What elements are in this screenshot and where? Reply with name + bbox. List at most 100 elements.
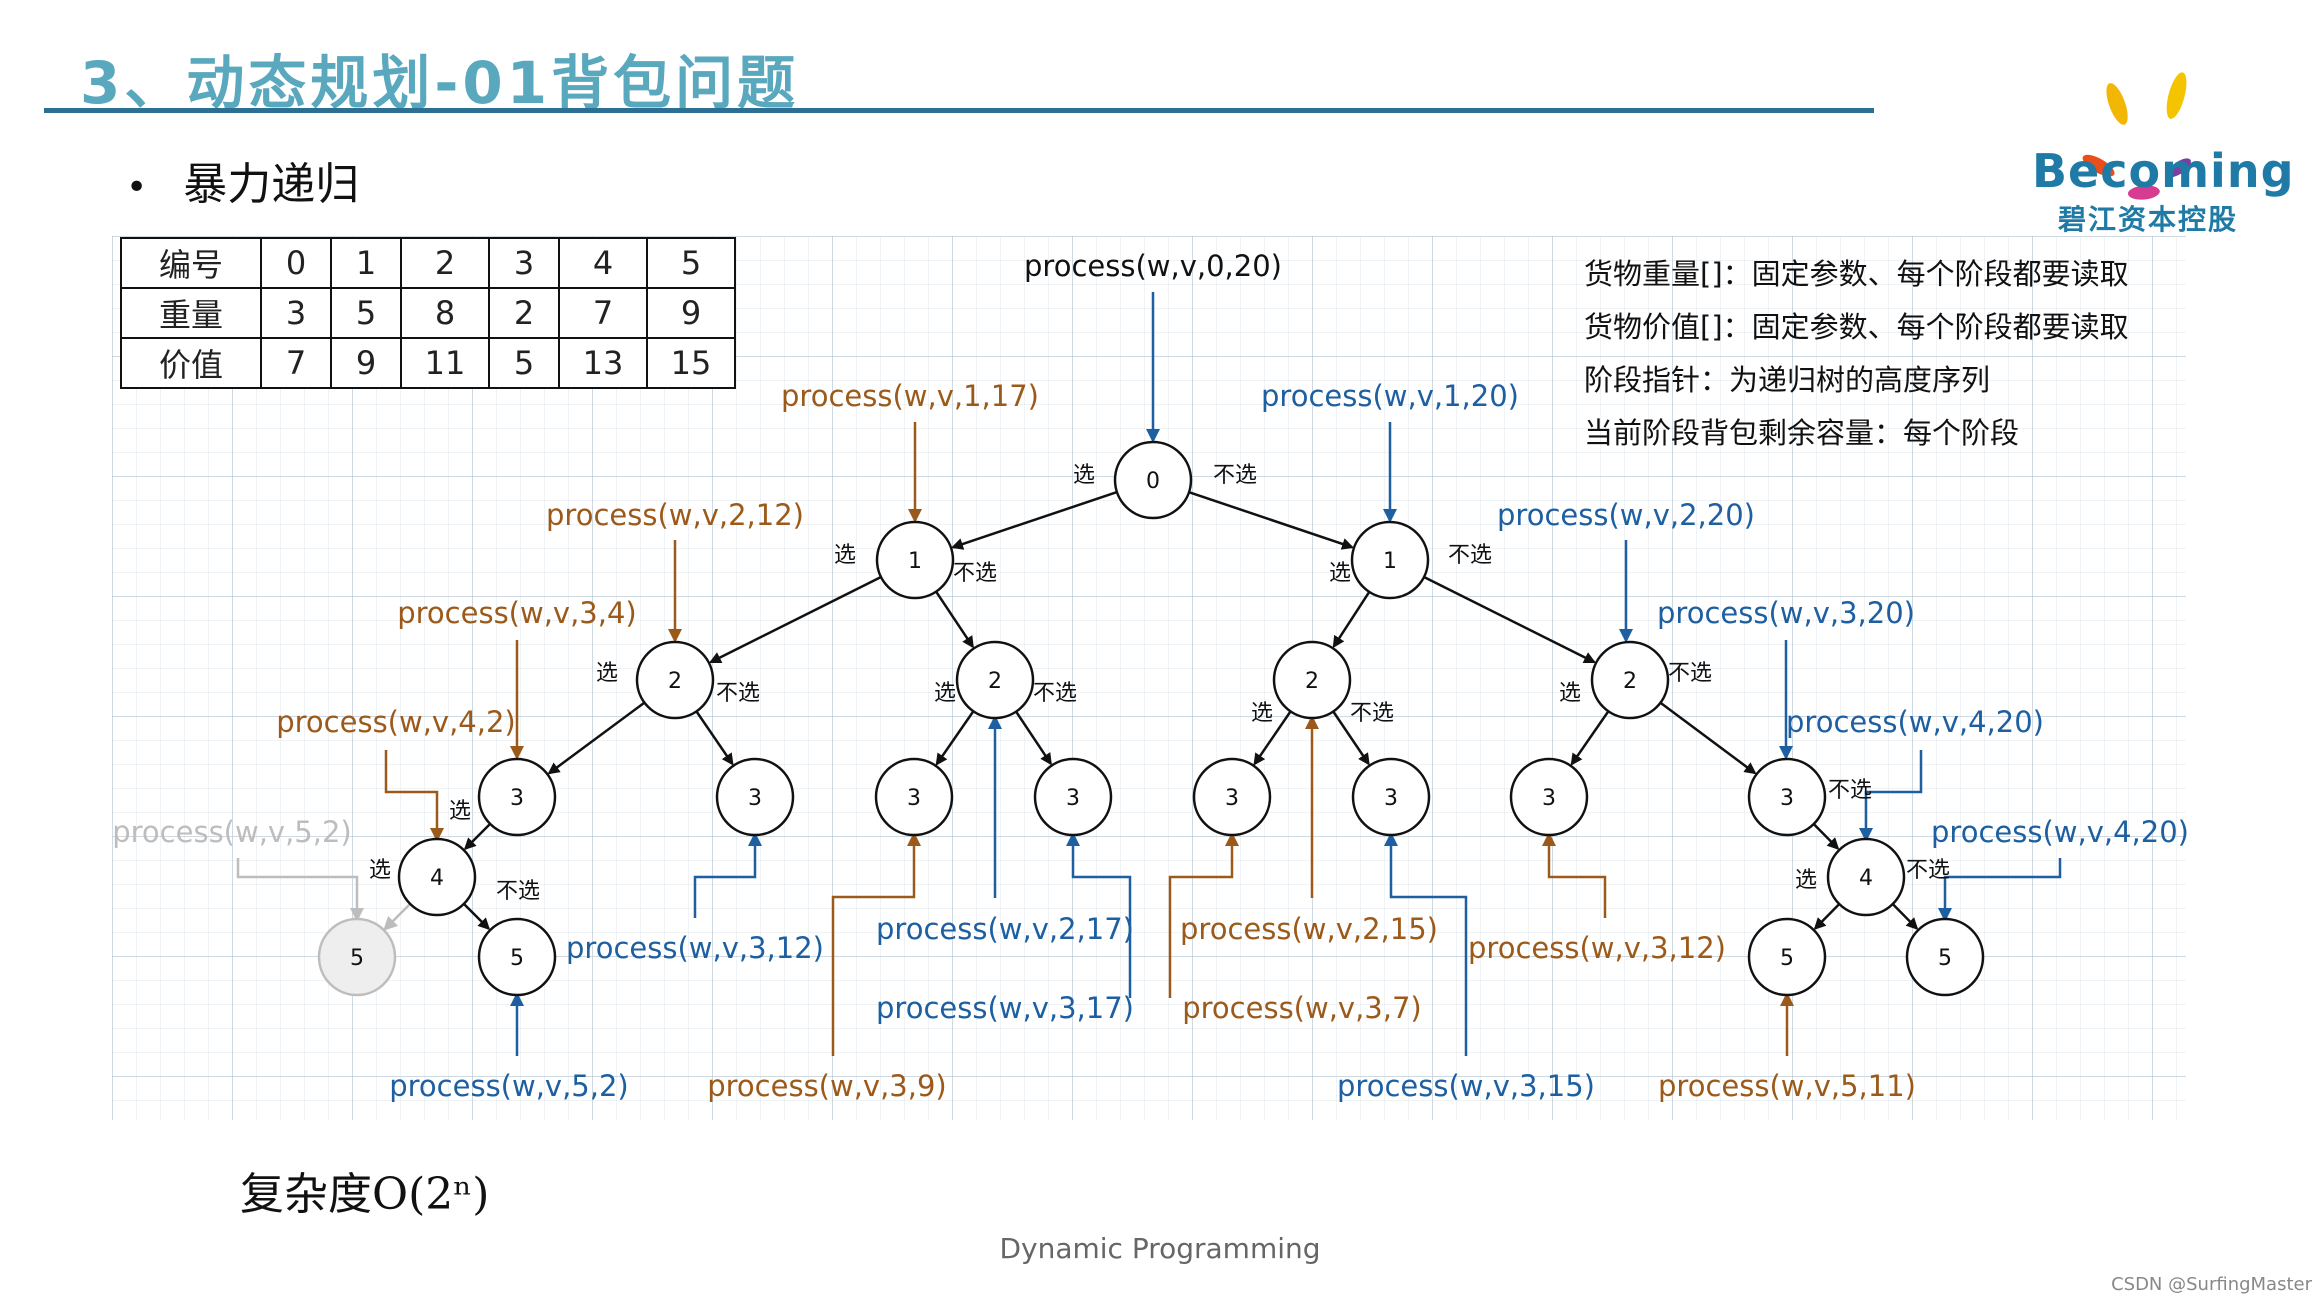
tree-node: 3 (1192, 757, 1272, 837)
edge-label-skip: 不选 (716, 681, 760, 706)
edge-label-pick: 选 (834, 543, 856, 568)
tree-node: 3 (1351, 757, 1431, 837)
edge-label-pick: 选 (1795, 868, 1817, 893)
call-label: process(w,v,3,17) (876, 991, 1134, 1025)
tree-node: 0 (1113, 440, 1193, 520)
edge-label-pick: 选 (1073, 463, 1095, 488)
table-row: 编号 0 1 2 3 4 5 (120, 237, 736, 289)
tree-node: 1 (1350, 520, 1430, 600)
tree-edge (1891, 903, 1919, 930)
tree-edge (695, 710, 734, 766)
call-label: process(w,v,0,20) (1024, 249, 1282, 283)
call-label: process(w,v,3,20) (1657, 596, 1915, 630)
node-label: 4 (430, 866, 444, 891)
tree-edge (708, 575, 882, 664)
call-label: process(w,v,2,15) (1180, 912, 1438, 946)
node-label: 2 (1623, 669, 1637, 694)
edge-label-pick: 选 (1251, 701, 1273, 726)
tree-edge (383, 902, 412, 931)
tree-node: 2 (1272, 640, 1352, 720)
table-header-cell: 价值 (120, 337, 262, 389)
call-label: process(w,v,1,20) (1261, 379, 1519, 413)
node-label: 2 (668, 669, 682, 694)
edge-label-pick: 选 (369, 858, 391, 883)
bullet-item: •暴力递归 (126, 148, 359, 212)
table-cell: 5 (488, 337, 560, 389)
call-arrow (236, 858, 364, 922)
call-label: process(w,v,3,9) (707, 1069, 947, 1103)
tree-node: 1 (875, 520, 955, 600)
call-label: process(w,v,2,12) (546, 498, 804, 532)
note-line: 货物重量[]：固定参数、每个阶段都要读取 (1584, 257, 2129, 291)
logo-icon (2082, 72, 2191, 200)
node-label: 3 (1542, 786, 1556, 811)
edge-label-skip: 不选 (1033, 681, 1077, 706)
tree-edge (1423, 575, 1597, 664)
title-divider (44, 108, 1874, 113)
call-arrow (1542, 832, 1607, 918)
call-label: process(w,v,3,15) (1337, 1069, 1595, 1103)
tree-node: 5 (477, 917, 557, 997)
table-cell: 15 (646, 337, 736, 389)
call-arrow (1938, 858, 2062, 922)
call-label: process(w,v,5,2) (112, 815, 352, 849)
tree-node: 2 (955, 640, 1035, 720)
logo-subtitle: 碧江资本控股 (2058, 203, 2239, 236)
node-label: 5 (1938, 946, 1952, 971)
node-label: 3 (748, 786, 762, 811)
tree-edge (463, 822, 492, 851)
tree-edge (951, 490, 1118, 550)
complexity-label: 复杂度O(2ⁿ) (240, 1169, 490, 1220)
table-row: 价值 7 9 11 5 13 15 (120, 337, 736, 389)
table-row: 重量 3 5 8 2 7 9 (120, 287, 736, 339)
tree-edge (1188, 490, 1354, 550)
edge-label-skip: 不选 (1213, 463, 1257, 488)
call-label: process(w,v,4,20) (1786, 705, 2044, 739)
table-cell: 0 (260, 237, 332, 289)
table-cell: 5 (330, 287, 402, 339)
table-cell: 7 (558, 287, 648, 339)
logo-wordmark: Becoming (2032, 144, 2295, 198)
call-arrow (1384, 832, 1468, 1056)
table-cell: 5 (646, 237, 736, 289)
tree-node: 3 (477, 757, 557, 837)
tree-edge (1015, 710, 1052, 766)
slide-title: 3、动态规划-01背包问题 (80, 49, 800, 117)
call-label: process(w,v,3,4) (397, 596, 637, 630)
table-cell: 9 (330, 337, 402, 389)
call-arrow (831, 832, 921, 1056)
node-label: 1 (908, 549, 922, 574)
node-label: 4 (1859, 866, 1873, 891)
bullet-dot: • (126, 167, 148, 208)
call-label: process(w,v,3,12) (1468, 931, 1726, 965)
tree-edge (1332, 591, 1371, 649)
table-header-cell: 重量 (120, 287, 262, 339)
tree-node: 4 (397, 837, 477, 917)
tree-node: 5 (1905, 917, 1985, 997)
table-cell: 7 (260, 337, 332, 389)
note-line: 阶段指针：为递归树的高度序列 (1584, 363, 1991, 397)
table-cell: 1 (330, 237, 402, 289)
tree-edge (1253, 710, 1292, 766)
node-label: 1 (1383, 549, 1397, 574)
node-label: 3 (1780, 786, 1794, 811)
table-cell: 9 (646, 287, 736, 339)
tree-edge (547, 701, 646, 775)
tree-node: 4 (1826, 837, 1906, 917)
node-label: 3 (1225, 786, 1239, 811)
note-line: 货物价值[]：固定参数、每个阶段都要读取 (1584, 310, 2129, 344)
call-label: process(w,v,2,17) (876, 912, 1134, 946)
tree-node: 5 (317, 917, 397, 997)
tree-node: 3 (1033, 757, 1113, 837)
node-label: 3 (1384, 786, 1398, 811)
call-label: process(w,v,2,20) (1497, 498, 1755, 532)
node-label: 0 (1146, 469, 1160, 494)
tree-edge (462, 902, 491, 931)
tree-edge (1332, 710, 1370, 766)
item-table: 编号 0 1 2 3 4 5 重量 3 5 8 2 7 9 价值 7 9 11 … (120, 237, 736, 389)
credit-text: CSDN @SurfingMaster (2111, 1274, 2312, 1295)
call-label: process(w,v,4,2) (276, 705, 516, 739)
tree-node: 3 (1747, 757, 1827, 837)
tree-node: 3 (715, 757, 795, 837)
